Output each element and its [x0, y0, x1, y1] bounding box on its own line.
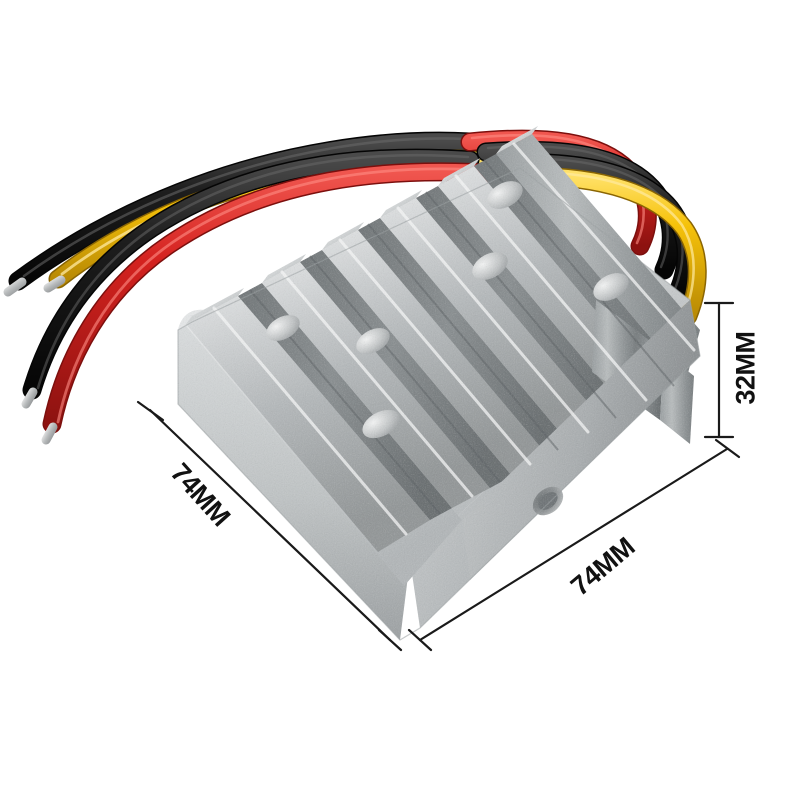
dimension-line-width-left: [136, 400, 403, 652]
fin-highlights: [212, 142, 696, 536]
end-wall: [462, 300, 700, 580]
wire-yellow-2: [514, 166, 707, 326]
wire-bundle: [3, 129, 707, 445]
flange-front-left: [178, 322, 410, 640]
wire-red-1: [41, 162, 510, 445]
wire-black-2: [21, 148, 480, 409]
dimension-label-height-right: 32MM: [730, 331, 761, 405]
fin-6: [496, 126, 700, 380]
fin-1: [186, 288, 430, 552]
dimension-line-height-right: [703, 301, 735, 439]
wire-black-1: [3, 131, 480, 297]
dimension-annotations: [136, 301, 741, 652]
heatsink-body: [177, 126, 701, 641]
fin-dimples: [266, 181, 629, 439]
dimension-line-width-bottom: [407, 438, 741, 652]
mounting-hole-icon: [532, 486, 564, 516]
